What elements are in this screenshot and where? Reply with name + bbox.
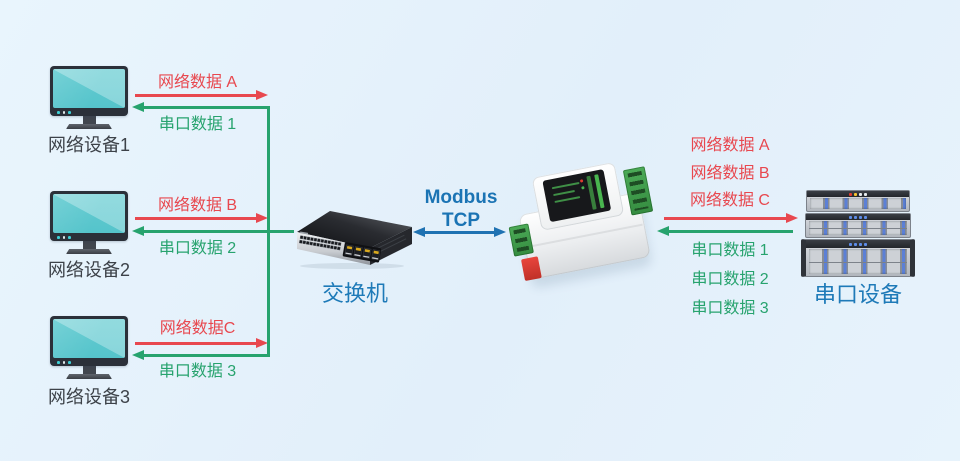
monitor-bezel	[50, 316, 128, 366]
status-led-green	[581, 186, 585, 190]
net-data-c-line	[135, 342, 256, 345]
network-device-2-label: 网络设备2	[47, 260, 130, 280]
serial-data-3-left-label: 串口数据 3	[158, 363, 237, 380]
monitor-stand	[82, 366, 96, 374]
monitor-stand	[82, 116, 96, 124]
drive-bays	[810, 198, 906, 209]
modbus-tcp-label: Modbus TCP	[400, 186, 522, 232]
network-device-2-icon	[50, 191, 128, 254]
arrow-left-icon	[132, 350, 144, 360]
monitor-screen	[53, 319, 125, 358]
modbus-line1: Modbus	[424, 187, 498, 208]
drive-bays	[809, 221, 907, 235]
net-data-c-left-label: 网络数据C	[159, 320, 236, 337]
arrow-right-icon	[256, 90, 268, 100]
arrow-right-icon	[256, 213, 268, 223]
net-data-a-left-label: 网络数据 A	[157, 74, 238, 91]
server-front-strip	[806, 240, 910, 248]
serial-trunk-line	[267, 106, 270, 357]
net-data-right-line	[664, 217, 786, 220]
ethernet-switch-icon	[294, 202, 416, 270]
monitor-bezel	[50, 191, 128, 241]
network-device-3-icon	[50, 316, 128, 379]
serial-to-eth-converter-icon	[508, 156, 658, 298]
network-device-1-icon	[50, 66, 128, 129]
serial-data-3-right-label: 串口数据 3	[691, 300, 769, 317]
server-unit-1	[806, 190, 910, 212]
server-leds	[849, 215, 867, 219]
network-device-3-label: 网络设备3	[47, 387, 130, 407]
arrow-left-icon	[132, 102, 144, 112]
serial-data-2-left-label: 串口数据 2	[158, 240, 237, 257]
monitor-leds	[57, 235, 71, 239]
label-line	[551, 181, 580, 190]
serial-data-1-line	[143, 106, 270, 109]
serial-data-1-right-label: 串口数据 1	[691, 242, 769, 259]
serial-data-2-line	[143, 229, 294, 233]
arrow-right-icon	[786, 213, 798, 223]
monitor-screen	[53, 194, 125, 233]
label-line	[554, 196, 581, 203]
modbus-line2: TCP	[442, 210, 480, 231]
server-leds	[849, 192, 867, 196]
switch-label: 交换机	[321, 281, 388, 306]
net-data-b-right-label: 网络数据 B	[690, 165, 770, 182]
serial-data-1-left-label: 串口数据 1	[158, 116, 237, 133]
arrow-left-icon	[657, 225, 669, 236]
monitor-leds	[57, 360, 71, 364]
server-unit-2	[805, 213, 911, 238]
net-data-a-line	[135, 94, 256, 97]
serial-data-3-line	[143, 354, 270, 357]
serial-device-stack-icon	[800, 190, 916, 280]
arrow-right-icon	[494, 226, 506, 237]
monitor-base	[66, 249, 112, 254]
serial-data-2-right-label: 串口数据 2	[691, 271, 769, 288]
monitor-base	[66, 124, 112, 129]
arrow-left-icon	[413, 226, 425, 237]
server-front-strip	[807, 191, 909, 197]
net-data-c-right-label: 网络数据 C	[689, 192, 770, 209]
arrow-left-icon	[132, 225, 144, 236]
modbus-link-line	[425, 230, 494, 234]
net-data-b-left-label: 网络数据 B	[157, 197, 238, 214]
server-leds	[849, 242, 867, 246]
net-data-a-right-label: 网络数据 A	[690, 137, 770, 154]
server-unit-3	[801, 239, 915, 277]
server-front-strip	[806, 214, 910, 220]
status-led-red	[579, 179, 584, 183]
arrow-right-icon	[256, 338, 268, 348]
monitor-bezel	[50, 66, 128, 116]
monitor-leds	[57, 110, 71, 114]
serial-device-label: 串口设备	[813, 282, 902, 307]
drive-bays	[809, 249, 907, 274]
network-device-1-label: 网络设备1	[47, 135, 130, 155]
serial-data-right-line	[668, 229, 793, 233]
monitor-screen	[53, 69, 125, 108]
monitor-base	[66, 374, 112, 379]
label-line	[553, 189, 576, 197]
monitor-stand	[82, 241, 96, 249]
net-data-b-line	[135, 217, 256, 220]
